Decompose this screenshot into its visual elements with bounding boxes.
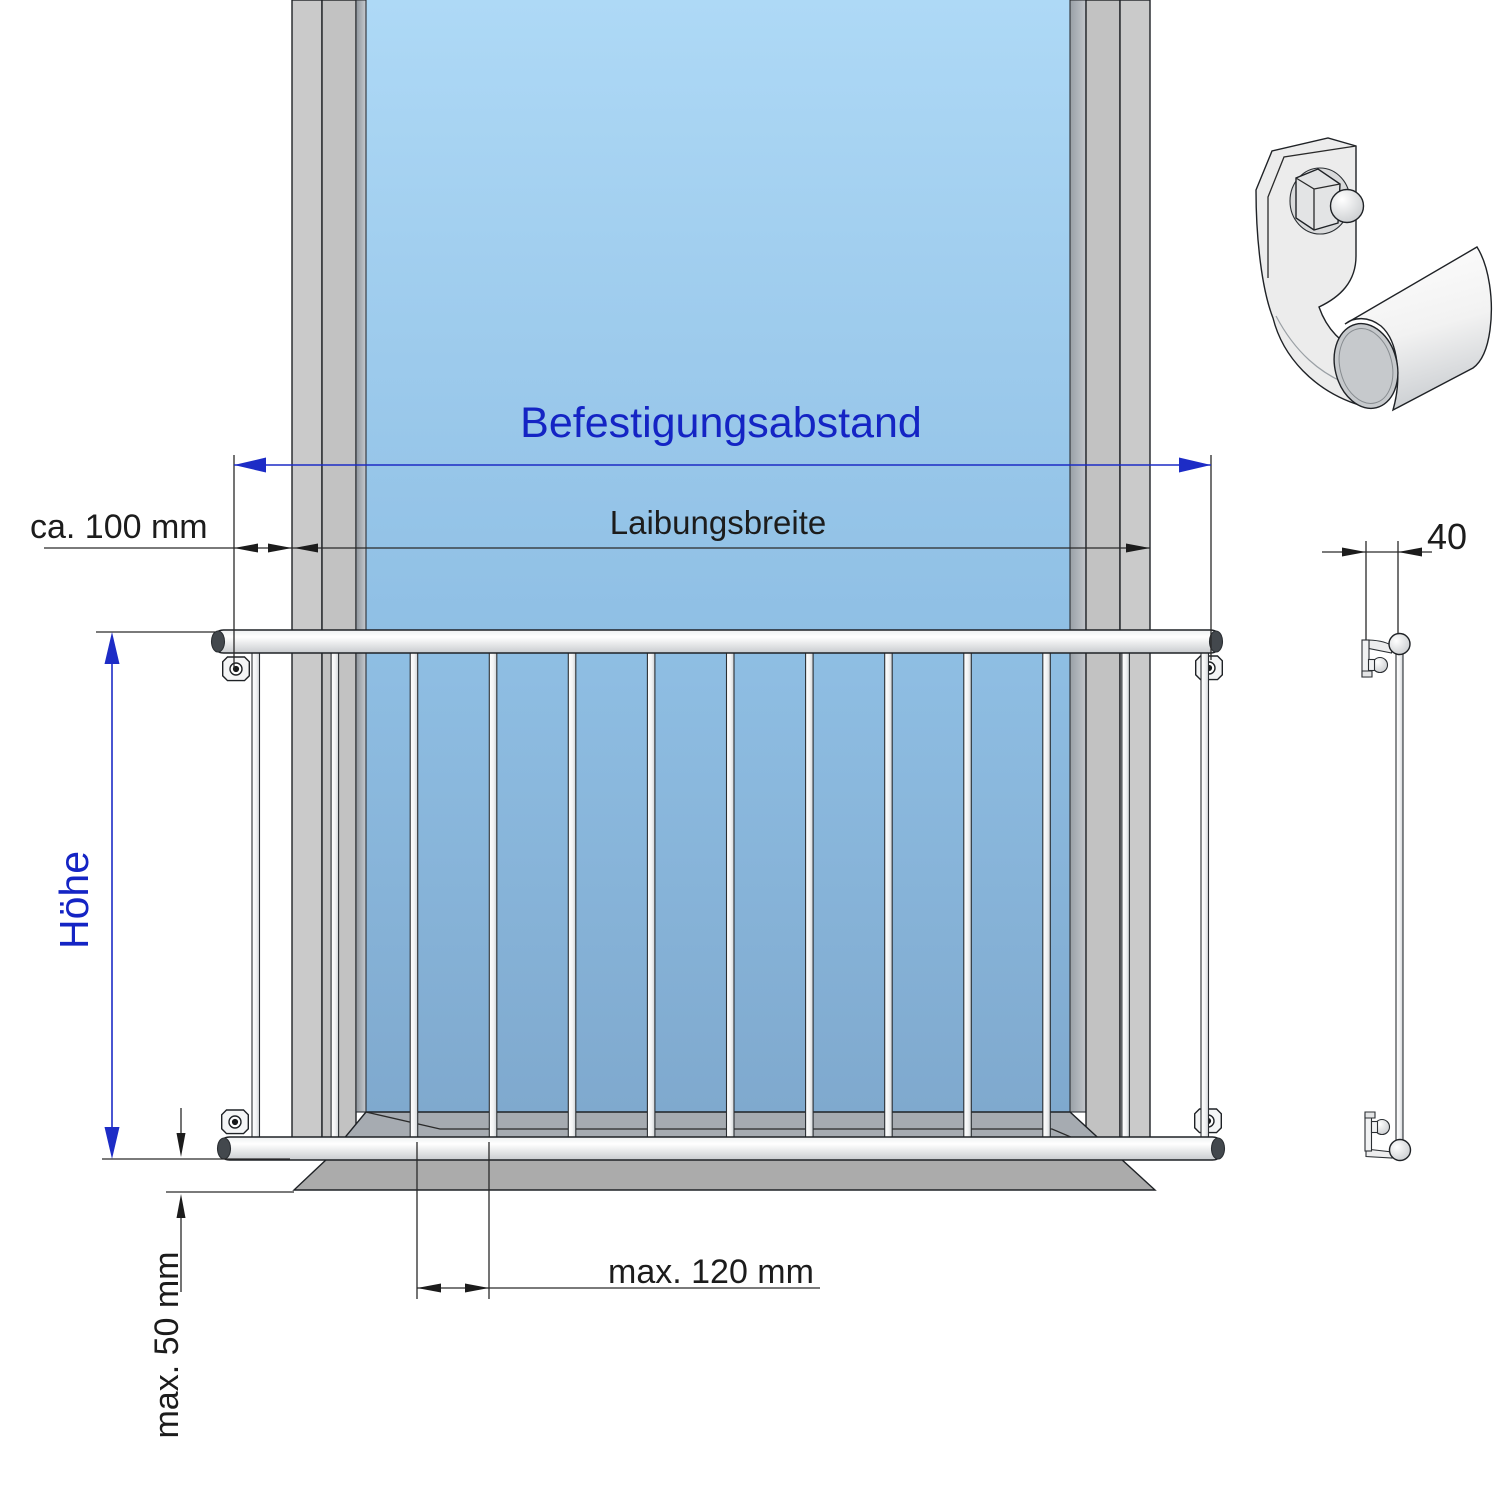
dimension-befestigungsabstand: Befestigungsabstand [233, 399, 1212, 670]
baluster-bar [884, 649, 893, 1143]
label-40: 40 [1427, 516, 1467, 557]
label-hoehe: Höhe [51, 851, 97, 949]
baluster-bar [725, 649, 735, 1143]
dimension-laibungsbreite: ca. 100 mm Laibungsbreite [30, 504, 1150, 553]
window-glass [366, 0, 1070, 1112]
dimension-max-50-mm: max. 50 mm [148, 1108, 294, 1439]
window-frame-left [291, 0, 367, 1159]
baluster-bar [330, 649, 340, 1143]
window-frame-right [1069, 0, 1151, 1159]
baluster-bar [646, 649, 656, 1143]
label-max-50-mm: max. 50 mm [148, 1251, 186, 1438]
side-view-bottom-rail-end [1388, 1138, 1412, 1162]
baluster-bar [567, 649, 577, 1143]
bracket-dome-bolt [1329, 188, 1365, 224]
label-ca-100-mm: ca. 100 mm [30, 508, 208, 546]
baluster-bar [1121, 649, 1130, 1143]
side-view-bottom-bracket [1364, 1111, 1412, 1162]
label-laibungsbreite: Laibungsbreite [610, 504, 827, 541]
baluster-bar [805, 649, 814, 1143]
top-rail [210, 629, 1224, 654]
bracket-bottom-left [220, 1109, 250, 1135]
baluster-bar [488, 649, 498, 1143]
baluster-bar [409, 649, 419, 1143]
bracket-detail-3d [1255, 137, 1493, 412]
bracket-top-left [221, 656, 251, 682]
side-view-bar [1395, 651, 1404, 1149]
window [291, 0, 1157, 1191]
dimension-max-120-mm: max. 120 mm [416, 1142, 820, 1299]
baluster-bar [963, 649, 972, 1143]
end-post-right [1200, 649, 1210, 1143]
label-max-120-mm: max. 120 mm [608, 1253, 814, 1291]
side-view-top-rail-end [1388, 632, 1411, 656]
label-befestigungsabstand: Befestigungsabstand [520, 399, 922, 447]
railing-side-view: 40 [1322, 516, 1467, 1162]
bracket-rail-cylinder [1344, 246, 1493, 412]
bottom-rail-left-cap [216, 1137, 232, 1160]
top-rail-left-cap [210, 630, 226, 653]
window-sill [292, 1157, 1157, 1191]
bottom-rail-right-cap [1210, 1137, 1226, 1160]
railing-front-view [210, 629, 1226, 1161]
end-post-left [251, 649, 261, 1143]
dimension-40: 40 [1322, 516, 1467, 644]
top-rail-right-cap [1208, 630, 1224, 653]
side-view-top-bracket [1361, 632, 1411, 678]
dimension-hoehe: Höhe [51, 631, 290, 1160]
baluster-bar [1042, 649, 1051, 1143]
rail-cylinder-end-cap [1333, 322, 1399, 410]
bottom-rail [216, 1136, 1226, 1161]
